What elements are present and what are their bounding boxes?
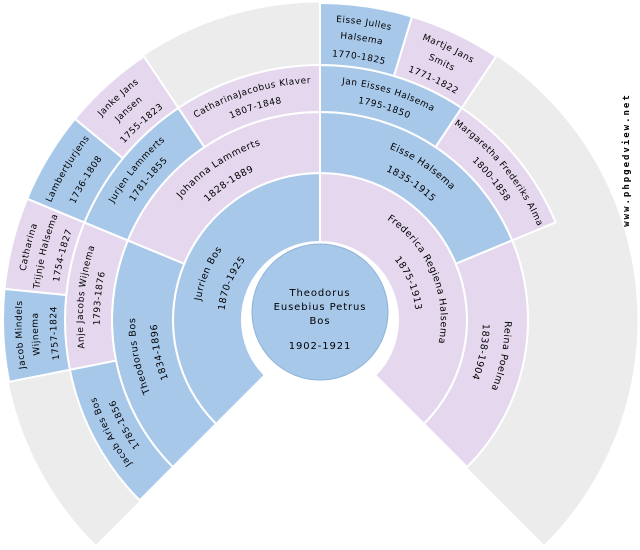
fan-label-jacob-mindels-wijnema-dates: 1757-1824 xyxy=(49,306,62,361)
fan-sector-margaretha-frederiks-alma xyxy=(434,106,557,242)
fan-cell-margaretha-frederiks-alma[interactable] xyxy=(434,106,557,242)
fan-cells xyxy=(2,2,557,502)
fan-center-circle xyxy=(251,243,389,381)
fan-cell-empty-ring4-slot13 xyxy=(569,288,638,383)
watermark: www.phpgedview.net xyxy=(621,93,632,227)
fan-cell-empty-ring4-slot15 xyxy=(499,439,601,545)
fan-sector-martje-jans-smits xyxy=(393,15,498,109)
fan-empty-cells xyxy=(8,2,638,545)
fan-cell-reina-poelma[interactable] xyxy=(422,239,530,469)
fan-cell-martje-jans-smits[interactable] xyxy=(393,15,498,109)
fan-sector-reina-poelma xyxy=(422,239,530,469)
fan-label-jacob-mindels-wijnema-line-1: Wijnema xyxy=(31,312,43,356)
fan-cell-janke-jans-jansen[interactable] xyxy=(73,55,180,160)
fan-sector-janke-jans-jansen xyxy=(73,55,180,160)
